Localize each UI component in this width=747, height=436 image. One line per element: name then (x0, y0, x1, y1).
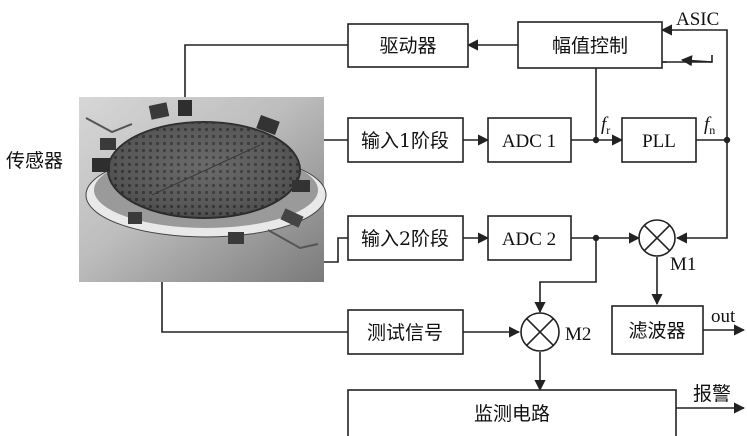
adc1-block: ADC 1 (488, 118, 571, 162)
filter-label: 滤波器 (628, 320, 685, 342)
adc2-block: ADC 2 (488, 216, 571, 260)
filter-block: 滤波器 (612, 306, 703, 354)
alarm-label: 报警 (693, 383, 731, 405)
test-signal-block: 测试信号 (348, 310, 463, 354)
circle-x-mixer-icon (639, 220, 675, 256)
fr-label: fr (601, 114, 610, 137)
driver-block: 驱动器 (348, 24, 468, 67)
m2-label: M2 (565, 324, 591, 345)
sensor-photo (79, 97, 326, 282)
amplitude-control-label: 幅值控制 (552, 35, 628, 57)
driver-label: 驱动器 (379, 35, 436, 57)
pll-block: PLL (622, 118, 696, 162)
monitor-circuit-label: 监测电路 (474, 403, 550, 425)
fn-label: fn (704, 114, 715, 137)
input2-stage-block: 输入2阶段 (348, 216, 463, 260)
pll-label: PLL (642, 131, 676, 152)
mixer-m2 (521, 313, 559, 351)
amplitude-control-block: 幅值控制 (518, 22, 662, 68)
input1-stage-label: 输入1阶段 (361, 130, 449, 152)
m1-label: M1 (670, 254, 696, 275)
mixer-m1 (639, 220, 675, 256)
input1-stage-block: 输入1阶段 (348, 118, 463, 162)
adc1-label: ADC 1 (502, 131, 556, 152)
circle-x-mixer-icon (521, 313, 559, 351)
sensor-label: 传感器 (6, 150, 63, 172)
monitor-circuit-block: 监测电路 (348, 390, 676, 436)
out-label: out (711, 306, 736, 327)
asic-label: ASIC (676, 9, 719, 30)
input2-stage-label: 输入2阶段 (361, 228, 449, 250)
test-signal-label: 测试信号 (367, 322, 443, 344)
adc2-label: ADC 2 (502, 229, 556, 250)
